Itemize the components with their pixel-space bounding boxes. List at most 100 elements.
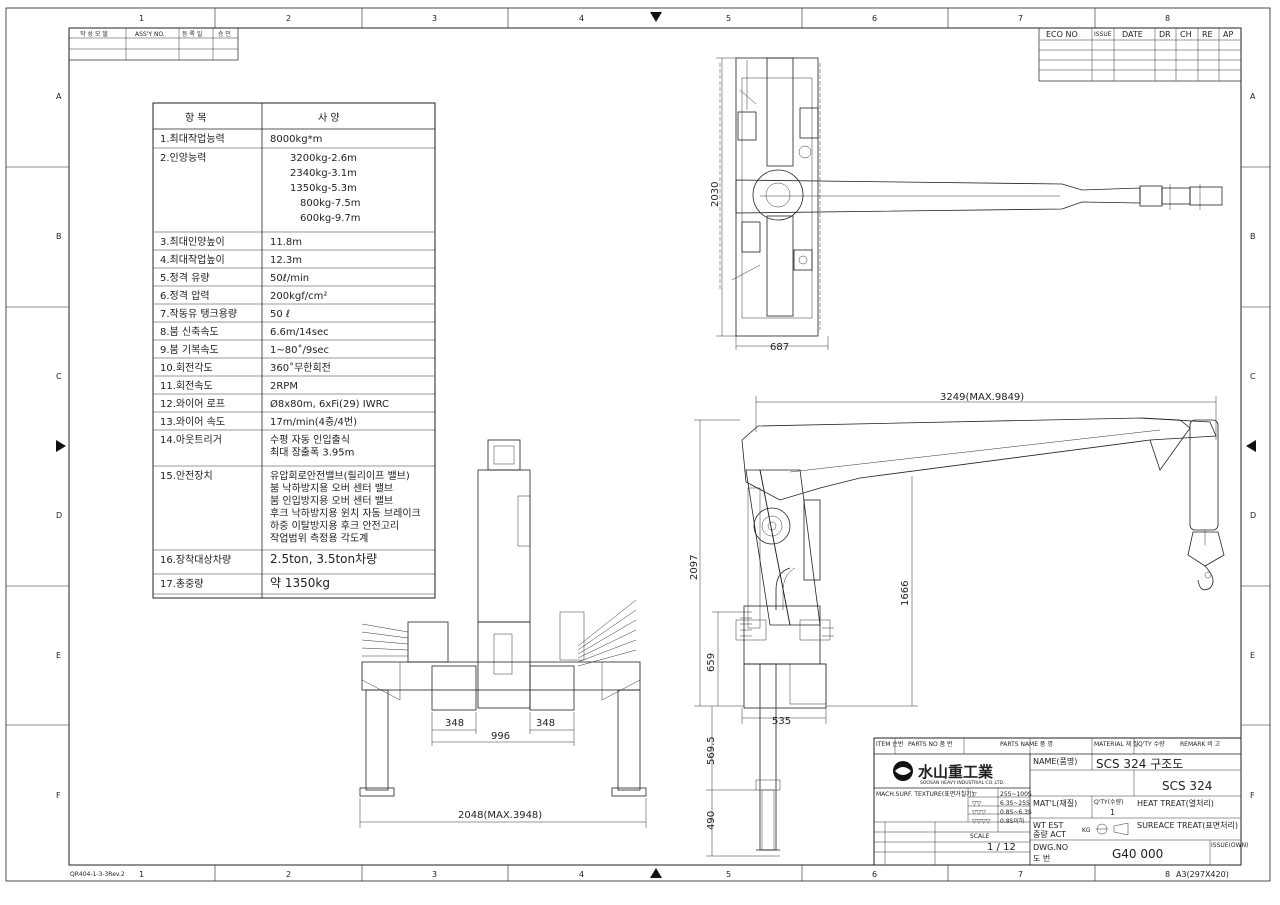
tb-issue-label: ISSUE(OWN): [1211, 842, 1248, 849]
spec-header-value: 사 양: [318, 112, 340, 124]
tb-finish-label: MACH.SURF. TEXTURE(표면거칠기): [876, 790, 974, 798]
center-mark-top: [650, 12, 662, 22]
column-label: 5: [726, 870, 731, 879]
eco-header-ap: AP: [1223, 30, 1233, 39]
column-label: 8: [1165, 14, 1170, 23]
row-label: A: [56, 92, 62, 101]
row-label: D: [1250, 511, 1256, 520]
eco-header-ch: CH: [1180, 30, 1192, 39]
eco-header-date: DATE: [1122, 30, 1143, 39]
spec-value: 수평 자동 인입출식: [270, 433, 350, 446]
spec-item: 8.붐 신축속도: [160, 326, 219, 338]
tb-scale-value: 1 / 12: [987, 842, 1016, 853]
spec-item: 17.총중량: [160, 578, 204, 590]
approval-header-approve: 승 인: [218, 31, 231, 38]
tb-dwg-no-label: DWG.NO: [1033, 843, 1068, 852]
tb-wt-unit: KG: [1082, 827, 1091, 834]
tb-wt-act: 중량 ACT: [1033, 829, 1066, 839]
center-mark-right: [1246, 440, 1256, 452]
spec-value: Ø8x80m, 6xFi(29) IWRC: [270, 398, 389, 410]
column-label: 5: [726, 14, 731, 23]
tb-qty-label: Q'TY(수량): [1094, 799, 1123, 806]
spec-value: 하중 이탈방지용 후크 안전고리: [270, 519, 399, 532]
spec-value: 6.6m/14sec: [270, 327, 329, 338]
dim-side-lower-2: 490: [706, 811, 717, 830]
dim-front-d1: 348: [445, 718, 464, 729]
spec-item: 15.안전장치: [160, 470, 213, 482]
spec-value: 최대 장출폭 3.95m: [270, 447, 354, 459]
spec-value: 3200kg-2.6m: [290, 153, 357, 164]
row-label: E: [1250, 651, 1255, 660]
roughness-rows: ▽25S~100S▽▽6.3S~25S▽▽▽0.8S~6.3S▽▽▽▽0.8S이…: [972, 791, 1032, 825]
spec-item: 1.최대작업능력: [160, 132, 225, 145]
column-label: 2: [286, 14, 291, 23]
spec-value: 붐 낙하방지용 오버 센터 밸브: [270, 482, 393, 495]
column-label: 2: [286, 870, 291, 879]
approval-header-model: 작 성 모 델: [80, 30, 108, 38]
dim-side-base-width: 535: [772, 716, 791, 727]
spec-value: 50ℓ/min: [270, 273, 309, 284]
eco-header-dr: DR: [1159, 30, 1171, 39]
roughness-symbol: ▽: [972, 791, 977, 798]
eco-header-no: ECO NO: [1046, 30, 1078, 39]
dim-side-outrigger-height: 659: [706, 653, 717, 672]
roughness-value: 0.8S~6.3S: [1000, 809, 1032, 816]
spec-item: 4.최대작업높이: [160, 253, 225, 266]
company-sub: SOOSAN HEAVY INDUSTRIAL CO.,LTD.: [920, 780, 1004, 786]
spec-value: 360˚무한회전: [270, 362, 331, 374]
tb-qty-value: 1: [1110, 808, 1115, 817]
roughness-value: 6.3S~25S: [1000, 800, 1030, 807]
column-label: 3: [432, 870, 437, 879]
tb-col-item: ITEM 순번: [876, 740, 903, 748]
column-label: 7: [1018, 14, 1023, 23]
row-label: C: [1250, 372, 1256, 381]
tb-dwg-no-sub: 도 번: [1033, 854, 1050, 863]
dim-front-d2: 348: [536, 718, 555, 729]
column-label: 4: [579, 14, 584, 23]
roughness-symbol: ▽▽▽: [972, 809, 986, 816]
tb-model: SCS 324: [1162, 779, 1212, 793]
approval-header-assy: ASS'Y NO.: [135, 31, 165, 38]
column-label: 1: [139, 870, 144, 879]
spec-item: 12.와이어 로프: [160, 398, 225, 410]
row-label: C: [56, 372, 62, 381]
row-label: F: [1250, 791, 1255, 800]
spec-value: 1350kg-5.3m: [290, 183, 357, 194]
roughness-symbol: ▽▽: [972, 800, 982, 807]
approval-header-date: 등 록 일: [182, 30, 202, 38]
column-label: 8: [1165, 870, 1170, 879]
dim-side-height: 2097: [689, 555, 700, 580]
column-label: 6: [872, 870, 877, 879]
column-label: 3: [432, 14, 437, 23]
front-view: 348 348 996 2048(MAX.3948): [359, 439, 647, 828]
tb-surface-treat: SUREACE TREAT(표면처리): [1137, 820, 1238, 830]
tb-scale-label: SCALE: [970, 833, 989, 840]
footer-form-code: QR404-1-3-3Rev.2: [70, 871, 125, 878]
dim-front-d3: 996: [491, 731, 510, 742]
spec-item: 6.정격 압력: [160, 289, 210, 302]
spec-value: 붐 인입방지용 오버 센터 밸브: [270, 494, 393, 507]
tb-col-remark: REMARK 비 고: [1180, 740, 1221, 748]
spec-value: 12.3m: [270, 255, 302, 266]
inner-frame: [68, 27, 1242, 866]
column-label: 4: [579, 870, 584, 879]
spec-item: 3.최대인양높이: [160, 236, 225, 248]
dim-top-width: 687: [770, 342, 789, 353]
spec-item: 11.회전속도: [160, 380, 213, 392]
tb-drawing-name: SCS 324 구조도: [1096, 757, 1183, 771]
spec-value: 2.5ton, 3.5ton차량: [270, 552, 377, 566]
dim-side-boom-height: 1666: [900, 581, 911, 606]
eco-header-issue: ISSUE: [1094, 31, 1112, 38]
